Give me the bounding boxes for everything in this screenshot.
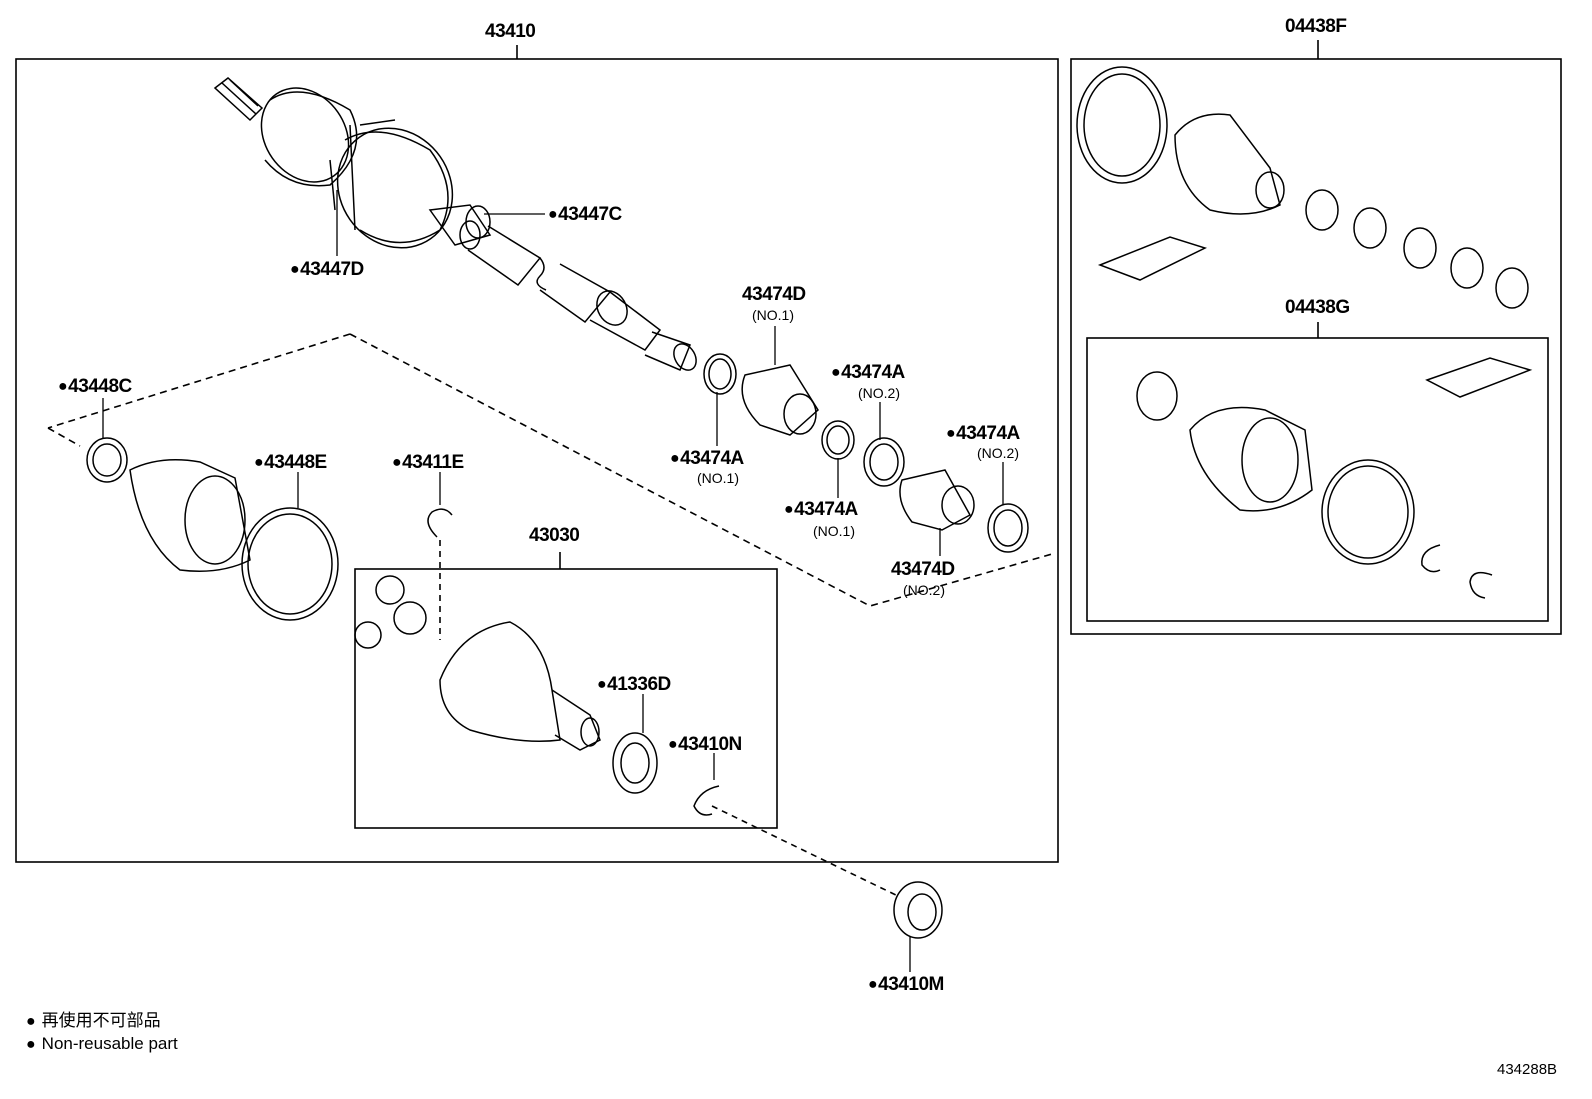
label-43474a-upper: 43474A xyxy=(831,363,905,382)
figure-code: 434288B xyxy=(1497,1061,1558,1078)
label-43447d: 43447D xyxy=(290,260,364,279)
legend-dot-icon: ● xyxy=(26,1036,36,1053)
label-43474a-mid: 43474A xyxy=(784,500,858,519)
leader-lines xyxy=(102,190,1004,972)
label-43474a-left: 43474A xyxy=(670,449,744,468)
label-43410n: 43410N xyxy=(668,735,742,754)
drive-shaft-illustration xyxy=(213,77,697,371)
label-43474d-no1: 43474D xyxy=(742,284,806,305)
legend-japanese-text: 再使用不可部品 xyxy=(41,1011,161,1030)
assembly-43410-frame xyxy=(15,58,1059,863)
inner-joint-illustration xyxy=(354,575,601,751)
inner-joint-43030-frame xyxy=(354,568,778,829)
legend-dot-icon: ● xyxy=(26,1013,36,1030)
label-43411e: 43411E xyxy=(392,453,464,472)
legend-english: ● Non-reusable part xyxy=(26,1035,178,1053)
label-43448e: 43448E xyxy=(254,453,327,472)
boot-group-outline xyxy=(47,333,351,429)
label-43474d-no1-sub: (NO.1) xyxy=(752,307,794,323)
label-43447c: 43447C xyxy=(548,205,622,224)
label-43474a-upper-sub: (NO.2) xyxy=(858,385,900,401)
label-43474a-mid-sub: (NO.1) xyxy=(813,523,855,539)
label-43448c: 43448C xyxy=(58,377,132,396)
kit-04438f-frame xyxy=(1070,58,1562,635)
kit-g-illustration xyxy=(1136,357,1533,599)
label-43474a-left-sub: (NO.1) xyxy=(697,470,739,486)
label-43410m: 43410M xyxy=(868,975,944,994)
label-43030: 43030 xyxy=(529,525,580,546)
label-41336d: 41336D xyxy=(597,675,671,694)
kit-f-illustration xyxy=(1076,66,1529,309)
label-43410: 43410 xyxy=(485,21,536,42)
label-43474d-no2-sub: (NO.2) xyxy=(903,582,945,598)
kit-04438g-frame xyxy=(1086,337,1549,622)
label-43474a-right: 43474A xyxy=(946,424,1020,443)
legend-english-text: Non-reusable part xyxy=(41,1034,178,1053)
label-43474d-no2: 43474D xyxy=(891,559,955,580)
damper-illustrations xyxy=(741,364,975,531)
label-43474a-right-sub: (NO.2) xyxy=(977,445,1019,461)
label-04438f: 04438F xyxy=(1285,16,1347,37)
label-04438g: 04438G xyxy=(1285,297,1350,318)
inboard-boot-illustration xyxy=(129,459,251,572)
legend-japanese: ● 再使用不可部品 xyxy=(26,1012,161,1030)
clamp-illustrations xyxy=(86,353,1029,939)
